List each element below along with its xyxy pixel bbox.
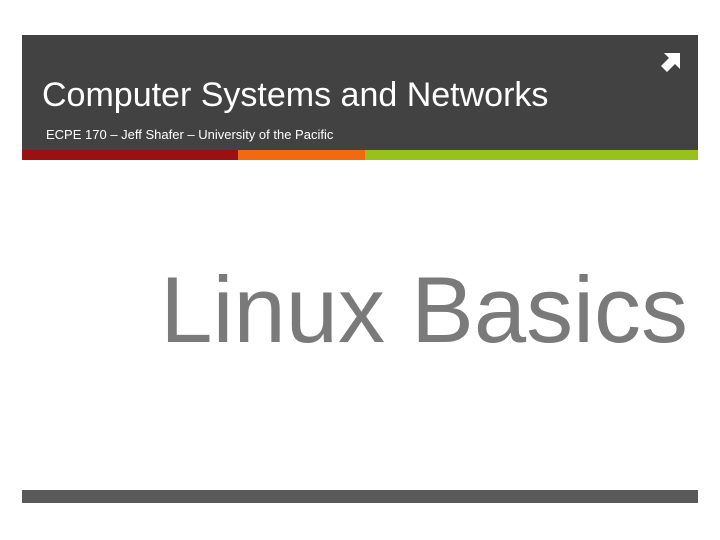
course-title: Computer Systems and Networks xyxy=(42,76,549,114)
accent-strip-red xyxy=(22,150,238,160)
accent-strip-orange xyxy=(238,150,365,160)
accent-color-strip xyxy=(22,150,698,160)
slide-title: Linux Basics xyxy=(160,257,688,362)
accent-strip-green xyxy=(365,150,698,160)
arrow-up-right-icon xyxy=(661,53,680,72)
footer-bar xyxy=(22,490,698,503)
course-subtitle: ECPE 170 – Jeff Shafer – University of t… xyxy=(46,127,334,142)
header-band: Computer Systems and Networks ECPE 170 –… xyxy=(22,35,698,150)
